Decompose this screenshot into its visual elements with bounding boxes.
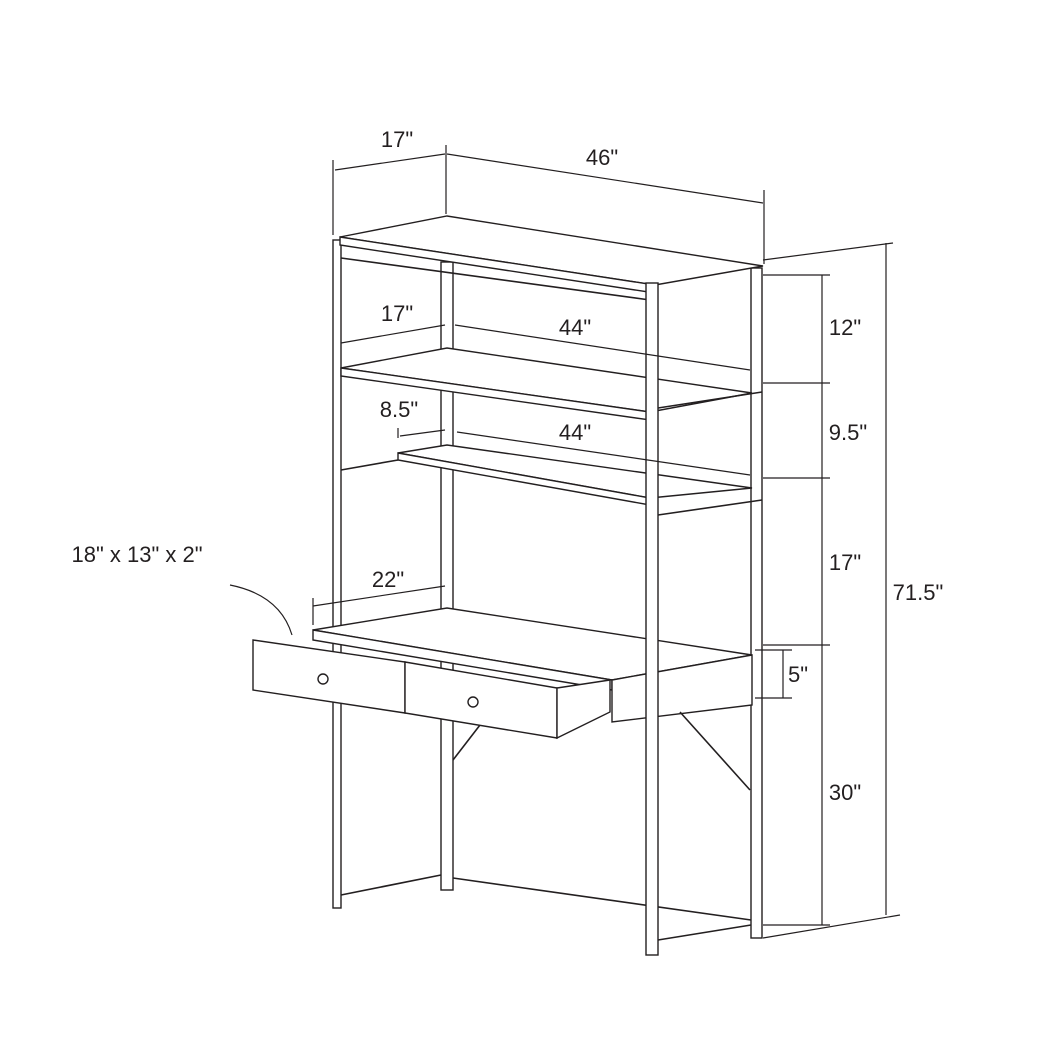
drawer-knob-left[interactable] [317, 673, 329, 685]
front-right-post [645, 282, 659, 956]
label-width-shelf: 44" [558, 315, 592, 340]
label-depth-shelf: 17" [380, 301, 414, 326]
label-total-height: 71.5" [892, 580, 944, 605]
desk-frame [252, 215, 764, 956]
drawer-knob-right[interactable] [467, 696, 479, 708]
label-drawer-height: 5" [787, 662, 809, 687]
label-desk-height: 30" [828, 780, 862, 805]
drawer-callout-arrow [229, 584, 293, 636]
label-depth-top: 17" [380, 127, 414, 152]
label-width-lower-shelf: 44" [558, 420, 592, 445]
label-height-above-desk: 17" [828, 550, 862, 575]
label-depth-desk: 22" [371, 567, 405, 592]
dimension-lines [229, 145, 901, 939]
drawer-slide [556, 679, 611, 740]
label-height-top-section: 12" [828, 315, 862, 340]
label-depth-lower-shelf: 8.5" [379, 397, 419, 422]
back-left-post [332, 239, 342, 909]
label-drawer-size: 18" x 13" x 2" [71, 542, 203, 567]
label-height-mid-section: 9.5" [828, 420, 868, 445]
label-width-top: 46" [585, 145, 619, 170]
back-right-post [750, 267, 763, 939]
